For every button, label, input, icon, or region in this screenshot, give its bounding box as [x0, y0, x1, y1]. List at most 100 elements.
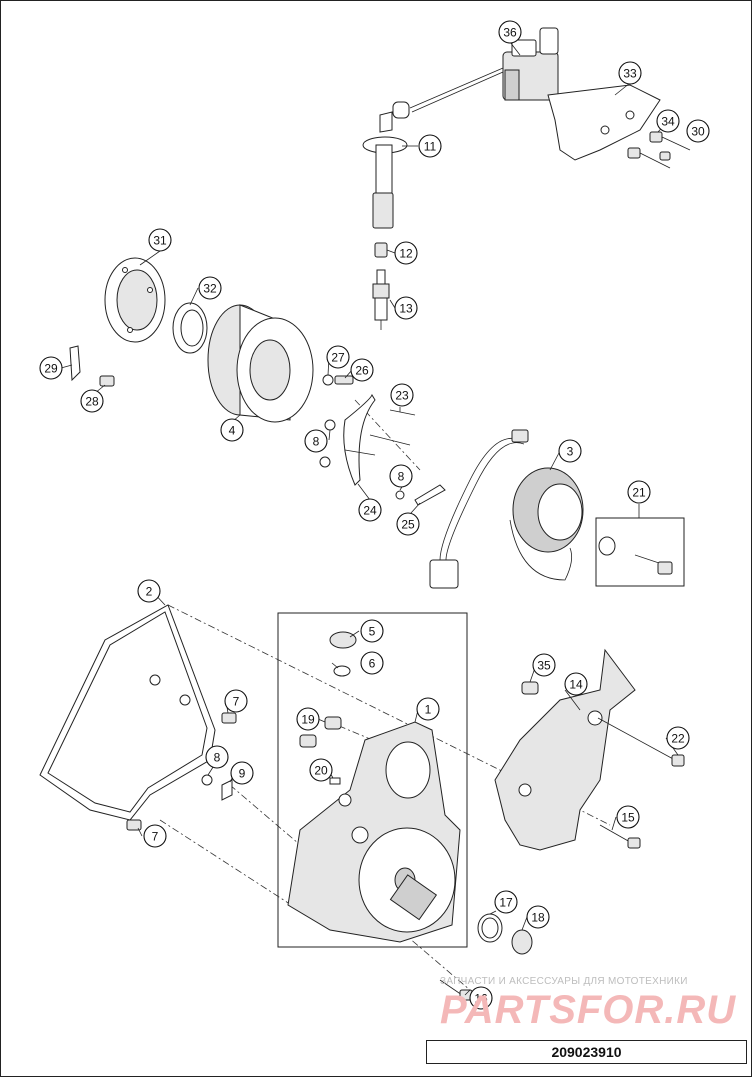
callout-circle: [469, 986, 493, 1010]
callout-label: 27: [331, 351, 345, 365]
callout-16: 16: [469, 986, 493, 1010]
callout-12: 12: [394, 241, 418, 265]
callout-3: 3: [558, 439, 582, 463]
callout-circle: [526, 905, 550, 929]
callout-32: 32: [198, 276, 222, 300]
callout-18: 18: [526, 905, 550, 929]
callout-circle: [686, 119, 710, 143]
callout-label: 7: [233, 695, 240, 709]
callout-4: 4: [220, 418, 244, 442]
callout-label: 30: [691, 125, 705, 139]
o-ring-and-nut: [477, 913, 533, 955]
callout-label: 8: [214, 751, 221, 765]
dowel-pins: [126, 712, 237, 831]
callout-circle: [326, 345, 350, 369]
ignition-cover-box: [277, 612, 468, 948]
cover-gasket: [39, 604, 216, 821]
callout-circle: [224, 689, 248, 713]
callout-circle: [39, 356, 63, 380]
callout-label: 4: [229, 424, 236, 438]
bracket-screws: [627, 131, 691, 169]
callout-6: 6: [360, 651, 384, 675]
callout-label: 14: [569, 678, 583, 692]
ignition-coil: [409, 27, 559, 113]
callout-label: 11: [424, 140, 437, 154]
callout-circle: [558, 439, 582, 463]
callout-circle: [627, 480, 651, 504]
pulse-generator-24: [319, 393, 416, 486]
flywheel-rotor: [207, 304, 314, 423]
callout-circle: [350, 358, 374, 382]
callout-26: 26: [350, 358, 374, 382]
callout-33: 33: [618, 61, 642, 85]
callout-label: 9: [239, 767, 246, 781]
callout-circle: [656, 109, 680, 133]
callout-circle: [304, 429, 328, 453]
nut-and-clip: [201, 774, 233, 801]
callout-label: 31: [153, 234, 167, 248]
callout-label: 21: [632, 486, 646, 500]
callout-2: 2: [137, 579, 161, 603]
callout-circle: [198, 276, 222, 300]
callout-label: 6: [369, 657, 376, 671]
callout-circle: [80, 389, 104, 413]
callout-circle: [296, 707, 320, 731]
callout-circle: [205, 745, 229, 769]
callout-circle: [137, 579, 161, 603]
callout-label: 19: [301, 713, 315, 727]
callout-5: 5: [360, 619, 384, 643]
callout-23: 23: [390, 383, 414, 407]
callout-label: 36: [503, 26, 517, 40]
callout-label: 34: [661, 115, 675, 129]
callout-circle: [394, 296, 418, 320]
callout-circle: [360, 619, 384, 643]
callout-label: 22: [671, 732, 685, 746]
callout-19: 19: [296, 707, 320, 731]
cover-screw: [439, 979, 473, 1001]
callout-8: 8: [389, 464, 413, 488]
callout-9: 9: [230, 761, 254, 785]
callout-circle: [418, 134, 442, 158]
seal-ring: [172, 302, 208, 354]
callout-15: 15: [616, 805, 640, 829]
callout-29: 29: [39, 356, 63, 380]
callout-label: 26: [355, 364, 369, 378]
callout-label: 2: [146, 585, 153, 599]
callout-circle: [360, 651, 384, 675]
callout-circle: [564, 672, 588, 696]
callout-circle: [532, 653, 556, 677]
callout-8: 8: [304, 429, 328, 453]
callout-label: 3: [567, 445, 574, 459]
watermark-tagline: ЗАПЧАСТИ И АКСЕССУАРЫ ДЛЯ МОТОТЕХНИКИ: [440, 976, 688, 987]
callout-label: 16: [474, 992, 488, 1006]
callout-34: 34: [656, 109, 680, 133]
callout-27: 27: [326, 345, 350, 369]
callout-circle: [416, 697, 440, 721]
cover-plate: [104, 257, 166, 343]
callout-circle: [666, 726, 690, 750]
callout-1: 1: [416, 697, 440, 721]
callout-label: 7: [152, 830, 159, 844]
callout-14: 14: [564, 672, 588, 696]
callout-circle: [389, 464, 413, 488]
callout-circle: [394, 241, 418, 265]
callout-30: 30: [686, 119, 710, 143]
callout-8: 8: [205, 745, 229, 769]
callout-circle: [396, 512, 420, 536]
watermark-logo: PARTSFOR.RU: [440, 988, 737, 1032]
callout-36: 36: [498, 20, 522, 44]
stator-screw-kit: [595, 517, 685, 587]
callout-label: 28: [85, 395, 99, 409]
reference-number: 209023910: [426, 1040, 747, 1064]
spark-plug-connector: [362, 101, 410, 229]
callout-label: 8: [313, 435, 320, 449]
callout-label: 1: [425, 703, 432, 717]
callout-label: 24: [363, 504, 377, 518]
callout-label: 18: [531, 911, 545, 925]
callout-label: 33: [623, 67, 637, 81]
callout-label: 23: [395, 389, 409, 403]
callout-circle: [390, 383, 414, 407]
callout-circle: [616, 805, 640, 829]
